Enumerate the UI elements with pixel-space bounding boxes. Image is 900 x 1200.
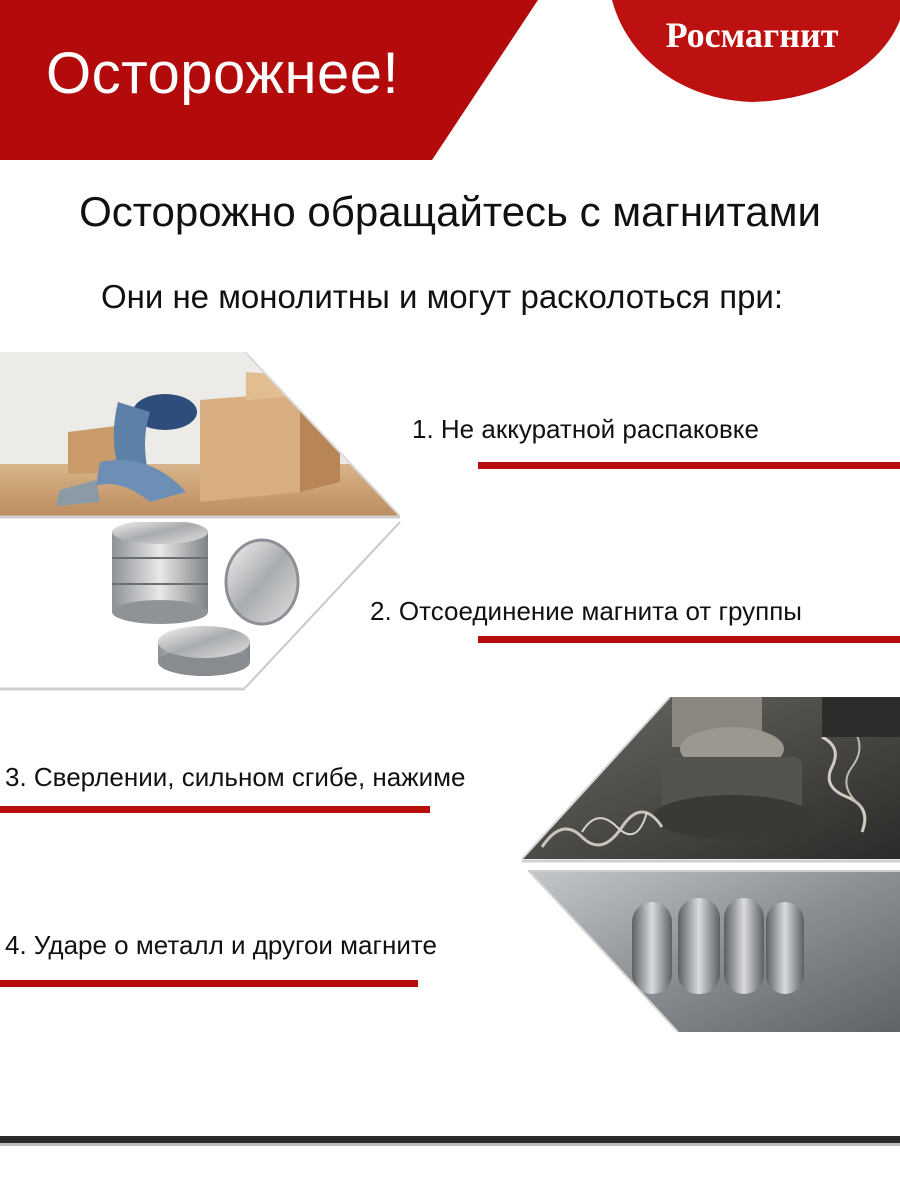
footer-divider xyxy=(0,1136,900,1143)
magnets-on-metal-photo xyxy=(528,870,900,1033)
header-title: Осторожнее! xyxy=(46,41,400,106)
step-1-label: 1. Не аккуратной распаковке xyxy=(412,414,759,444)
sub-heading: Они не монолитны и могут расколоться при… xyxy=(100,278,784,315)
step-4-underline xyxy=(0,980,418,987)
step-2-label: 2. Отсоединение магнита от группы xyxy=(370,596,802,626)
main-heading: Осторожно обращайтесь с магнитами xyxy=(79,188,821,235)
step-4-label: 4. Ударе о металл и другои магните xyxy=(5,930,437,960)
brand-logo: Росмагнит xyxy=(665,15,839,55)
step-2-underline xyxy=(478,636,900,643)
step-3-label: 3. Сверлении, сильном сгибе, нажиме xyxy=(5,762,466,792)
step-1-underline xyxy=(478,462,900,469)
drilling-machine-photo xyxy=(522,697,900,863)
footer-divider-shadow xyxy=(0,1143,900,1146)
moving-boxes-photo xyxy=(0,352,400,519)
disc-magnets-photo xyxy=(0,522,401,691)
header-banner xyxy=(0,0,900,160)
step-3-underline xyxy=(0,806,430,813)
